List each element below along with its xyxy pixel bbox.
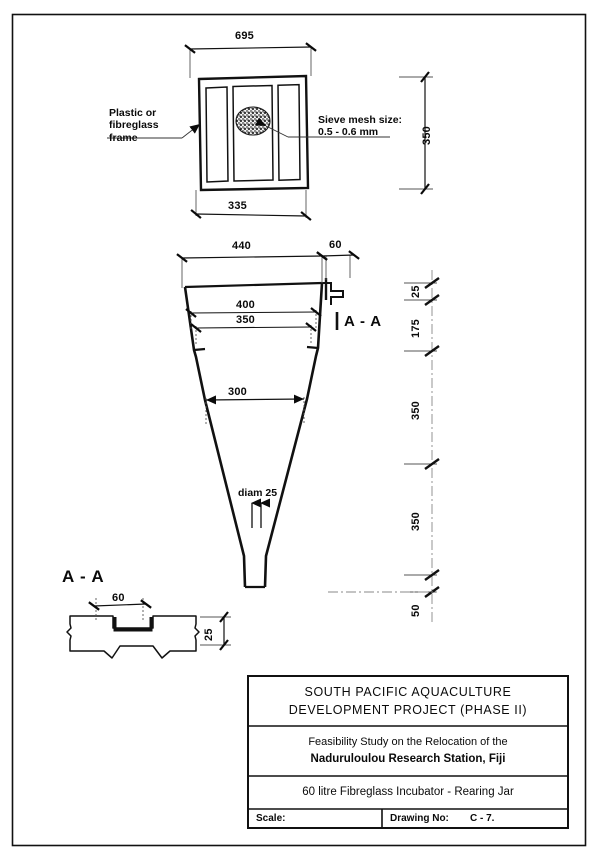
titleblock-study-line1: Feasibility Study on the Relocation of t… xyxy=(308,736,508,748)
section-aa-geometry xyxy=(66,615,200,659)
dim-label-chain-175: 175 xyxy=(410,319,422,338)
title-block-frame xyxy=(247,675,569,829)
sieve-frame-plan-geometry xyxy=(197,74,310,192)
dim-label-chain-350-upper: 350 xyxy=(410,401,422,420)
titleblock-drawing-no-label: Drawing No: xyxy=(390,813,449,824)
section-aa-title: A - A xyxy=(62,567,105,586)
dim-label-695: 695 xyxy=(235,30,254,42)
dim-label-350-plan: 350 xyxy=(421,126,433,145)
dim-335 xyxy=(190,190,312,221)
vertical-dimension-chain xyxy=(328,270,440,625)
dim-label-60-spout: 60 xyxy=(329,239,342,251)
leader-frame-note xyxy=(107,123,201,139)
leader-mesh-note xyxy=(255,117,390,138)
dim-60-spout xyxy=(316,250,360,280)
dim-350-plan xyxy=(399,71,433,195)
dim-label-335: 335 xyxy=(228,200,247,212)
dim-25-section xyxy=(200,611,231,651)
dim-label-25-section: 25 xyxy=(203,628,215,641)
section-marker-elevation: A - A xyxy=(344,313,382,330)
leader-diam25 xyxy=(251,498,270,528)
titleblock-project-line1: SOUTH PACIFIC AQUACULTURE xyxy=(304,685,512,699)
dim-label-chain-50: 50 xyxy=(410,604,422,617)
dim-300 xyxy=(205,394,305,425)
sieve-mesh-sample xyxy=(235,106,271,136)
frame-note: Plastic or fibreglass frame xyxy=(109,107,159,144)
mesh-note: Sieve mesh size: 0.5 - 0.6 mm xyxy=(318,114,403,139)
dim-60-section xyxy=(88,598,152,622)
dim-label-440: 440 xyxy=(232,240,251,252)
dim-label-350-rim: 350 xyxy=(236,314,255,326)
titleblock-drawing-no-value: C - 7. xyxy=(470,813,495,824)
titleblock-scale-label: Scale: xyxy=(256,813,286,824)
rearing-jar-geometry xyxy=(183,278,344,589)
dim-350-rim xyxy=(190,322,317,345)
dim-label-300: 300 xyxy=(228,386,247,398)
titleblock-study-line2: Naduruloulou Research Station, Fiji xyxy=(310,753,506,765)
dim-label-60-section: 60 xyxy=(112,592,125,604)
dim-label-400: 400 xyxy=(236,299,255,311)
dim-label-chain-350-lower: 350 xyxy=(410,512,422,531)
diam-25-note: diam 25 xyxy=(238,487,278,499)
dim-695 xyxy=(184,42,317,78)
dim-label-chain-25: 25 xyxy=(410,285,422,298)
titleblock-project-line2: DEVELOPMENT PROJECT (PHASE II) xyxy=(288,703,528,717)
titleblock-drawing-title: 60 litre Fibreglass Incubator - Rearing … xyxy=(302,786,514,798)
sheet-border xyxy=(11,13,587,847)
